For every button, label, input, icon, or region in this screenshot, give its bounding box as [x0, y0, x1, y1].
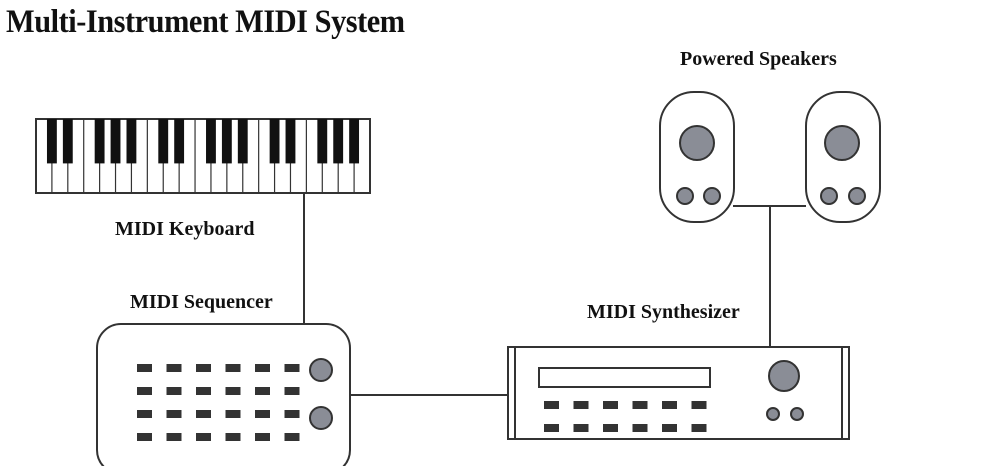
black-key — [94, 119, 105, 164]
synthesizer-body — [507, 346, 850, 440]
sequencer-button — [196, 364, 211, 372]
sequencer-button — [196, 387, 211, 395]
label-sequencer: MIDI Sequencer — [130, 291, 273, 313]
black-key — [46, 119, 57, 164]
synthesizer-button — [632, 401, 648, 409]
synthesizer-display — [538, 367, 711, 388]
sequencer-button — [255, 410, 270, 418]
synthesizer-button — [691, 424, 707, 432]
synthesizer-button — [691, 401, 707, 409]
sequencer-button — [225, 364, 241, 372]
sequencer-button — [166, 364, 182, 372]
sequencer-button — [166, 410, 182, 418]
black-key — [349, 119, 360, 164]
black-key — [333, 119, 344, 164]
sequencer-buttons — [137, 364, 300, 441]
sequencer-button — [166, 387, 182, 395]
synthesizer-button — [544, 401, 559, 409]
speaker-right-woofer — [824, 125, 860, 161]
black-key — [158, 119, 169, 164]
synthesizer-button — [603, 424, 618, 432]
synthesizer-buttons — [544, 401, 707, 432]
black-keys — [46, 119, 360, 164]
black-key — [126, 119, 137, 164]
synthesizer-button — [662, 401, 677, 409]
black-key — [269, 119, 280, 164]
sequencer-button — [225, 410, 241, 418]
sequencer-button — [284, 364, 300, 372]
synthesizer-button — [544, 424, 559, 432]
sequencer-button — [284, 410, 300, 418]
black-key — [62, 119, 73, 164]
sequencer-body — [96, 323, 351, 466]
sequencer-button — [284, 433, 300, 441]
sequencer-button — [196, 410, 211, 418]
black-key — [285, 119, 296, 164]
synthesizer-button — [573, 424, 589, 432]
sequencer-button — [255, 364, 270, 372]
keyboard-body — [35, 118, 371, 194]
speaker-right-tweeter-1 — [820, 187, 838, 205]
sequencer-button — [255, 387, 270, 395]
synthesizer-button — [632, 424, 648, 432]
midi-sequencer — [96, 323, 351, 466]
synthesizer-button — [603, 401, 618, 409]
speaker-left-tweeter-1 — [676, 187, 694, 205]
synthesizer-button — [662, 424, 677, 432]
black-key — [237, 119, 248, 164]
label-keyboard: MIDI Keyboard — [115, 218, 254, 240]
sequencer-button — [284, 387, 300, 395]
sequencer-button — [225, 387, 241, 395]
label-synthesizer: MIDI Synthesizer — [587, 301, 740, 323]
synthesizer-button — [573, 401, 589, 409]
speaker-left — [659, 91, 735, 223]
black-key — [317, 119, 328, 164]
black-key — [174, 119, 185, 164]
synthesizer-main-knob — [768, 360, 800, 392]
sequencer-button — [137, 410, 152, 418]
midi-keyboard — [35, 118, 371, 194]
black-key — [206, 119, 216, 164]
midi-synthesizer — [507, 346, 850, 440]
sequencer-button — [137, 387, 152, 395]
speaker-left-woofer — [679, 125, 715, 161]
speaker-right — [805, 91, 881, 223]
black-key — [110, 119, 121, 164]
label-speakers: Powered Speakers — [680, 48, 837, 70]
sequencer-button — [225, 433, 241, 441]
sequencer-button — [137, 364, 152, 372]
synthesizer-small-knob-left — [766, 407, 780, 421]
sequencer-button — [166, 433, 182, 441]
sequencer-button — [196, 433, 211, 441]
diagram-title: Multi-Instrument MIDI System — [6, 4, 405, 40]
speaker-left-tweeter-2 — [703, 187, 721, 205]
synthesizer-small-knob-right — [790, 407, 804, 421]
sequencer-knob-bottom — [309, 406, 333, 430]
sequencer-knob-top — [309, 358, 333, 382]
sequencer-button — [137, 433, 152, 441]
speaker-right-tweeter-2 — [848, 187, 866, 205]
black-key — [221, 119, 232, 164]
sequencer-button — [255, 433, 270, 441]
